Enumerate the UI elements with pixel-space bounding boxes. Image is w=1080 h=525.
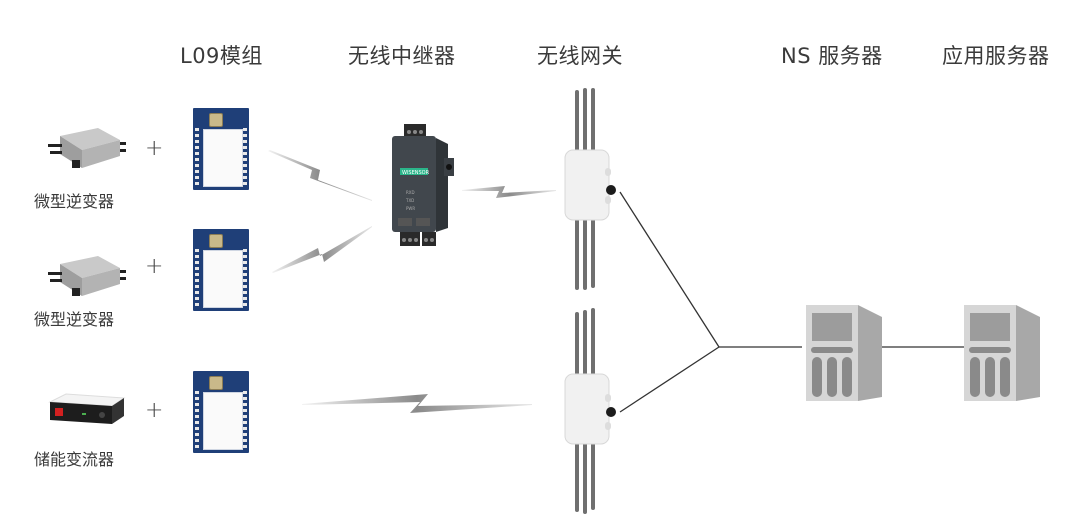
wireless-link-module2-repeater <box>272 226 372 273</box>
micro-inverter-icon <box>48 256 126 296</box>
wireless-gateway-icon-1 <box>564 88 616 290</box>
energy-storage-converter-icon <box>48 393 126 424</box>
lora-module-icon <box>193 229 249 311</box>
micro-inverter-icon <box>48 128 126 168</box>
wire-gateway2-hub <box>619 346 720 413</box>
plus-sign: + <box>145 254 164 279</box>
plus-sign: + <box>145 136 164 161</box>
column-title-gateway: 无线网关 <box>537 44 623 68</box>
app-server-icon <box>964 305 1040 401</box>
led-label-pwr: PWR <box>406 206 415 211</box>
column-title-ns-server: NS 服务器 <box>781 44 883 68</box>
wireless-gateway-icon-2 <box>564 308 616 514</box>
column-title-app-server: 应用服务器 <box>942 44 1050 68</box>
device-label-inverter-2: 微型逆变器 <box>34 310 115 329</box>
column-title-repeater: 无线中继器 <box>348 44 456 68</box>
repeater-brand-label: WISENSOR <box>402 170 430 176</box>
wireless-link-module3-gateway2 <box>302 394 532 413</box>
wireless-link-repeater-gateway1 <box>462 186 556 198</box>
led-label-rxd: RXD <box>406 190 415 195</box>
plus-sign: + <box>145 398 164 423</box>
column-title-module: L09模组 <box>180 44 263 68</box>
wire-gateway1-hub <box>619 191 720 348</box>
wireless-repeater-icon: WISENSOR RXD TXD PWR <box>392 124 454 246</box>
lora-module-icon <box>193 108 249 190</box>
ns-server-icon <box>806 305 882 401</box>
lora-module-icon <box>193 371 249 453</box>
device-label-storage-converter: 储能变流器 <box>34 450 115 469</box>
led-label-txd: TXD <box>405 198 414 203</box>
device-label-inverter-1: 微型逆变器 <box>34 192 115 211</box>
wireless-link-module1-repeater <box>268 150 372 201</box>
